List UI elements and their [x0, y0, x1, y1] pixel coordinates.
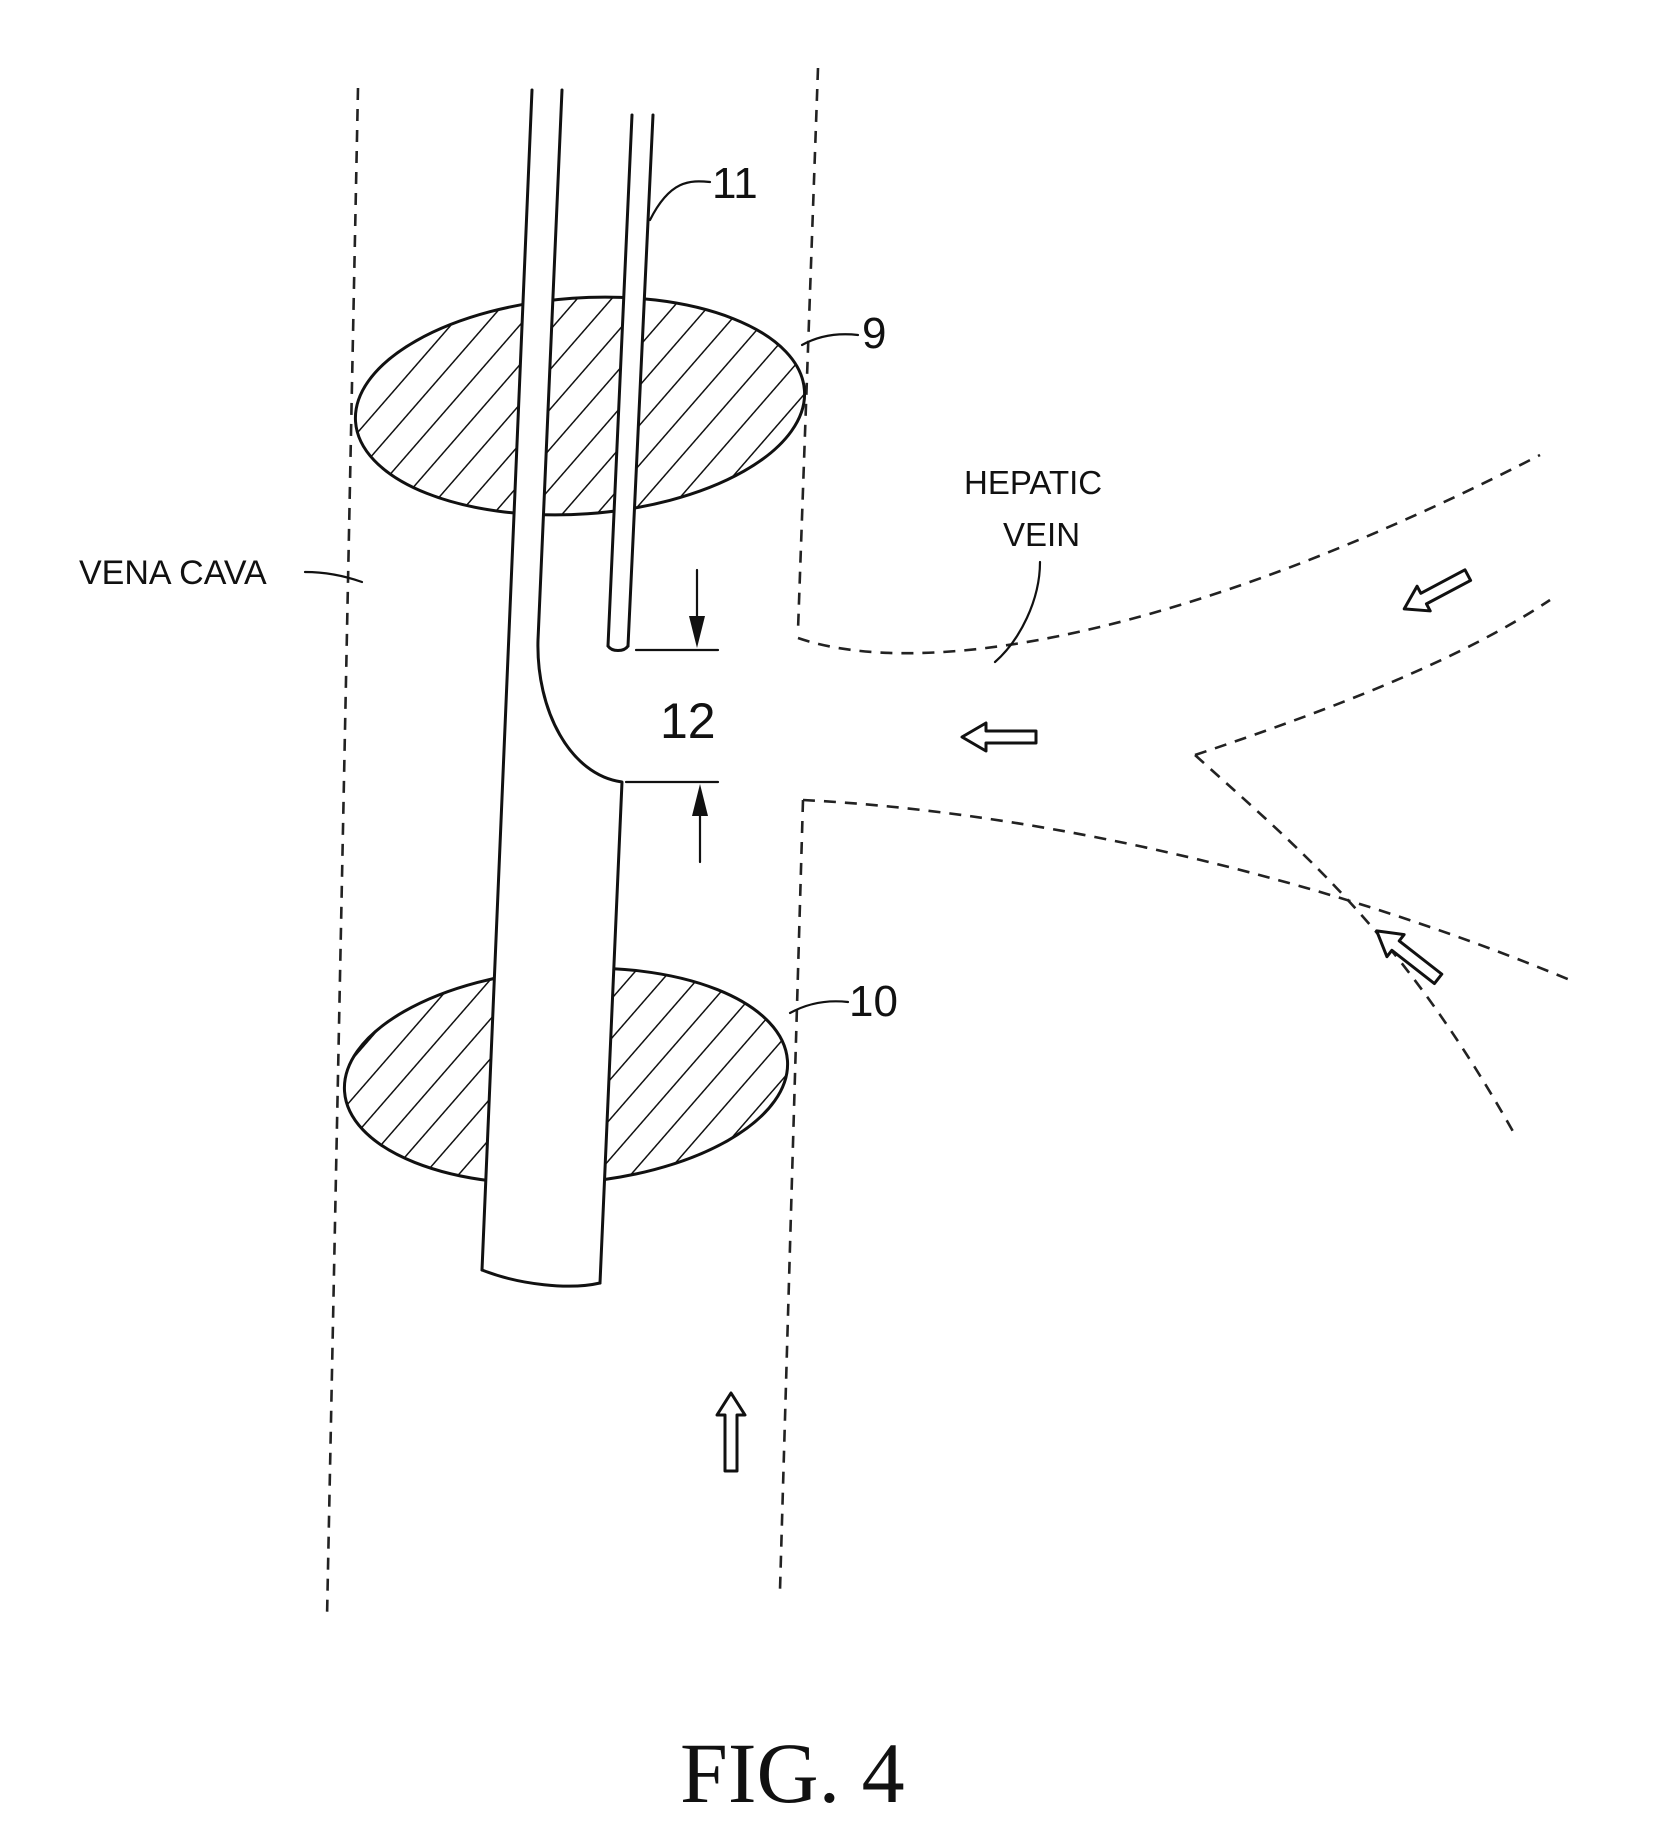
hepatic-vein-inner-lower-wall	[1195, 755, 1515, 1135]
dimension-arrowhead-down-icon	[689, 616, 705, 648]
label-hepatic-line1: HEPATIC	[964, 464, 1102, 501]
leader-9	[802, 334, 858, 345]
leader-hepatic-vein	[995, 562, 1040, 662]
label-vena-cava: VENA CAVA	[79, 554, 267, 592]
main-catheter	[482, 90, 620, 1286]
flow-arrow-vena-cava-icon	[717, 1393, 745, 1471]
leader-11	[650, 181, 710, 220]
label-hepatic-line2: VEIN	[1003, 516, 1080, 553]
ref-label-12: 12	[660, 693, 716, 749]
ref-label-11: 11	[712, 159, 758, 208]
hepatic-vein-lower-wall	[803, 800, 1570, 980]
vena-cava-right-wall-lower	[780, 800, 803, 1590]
leader-vena-cava	[305, 572, 362, 582]
ref-label-9: 9	[862, 309, 886, 358]
flow-arrow-hepatic-lower-icon	[1368, 920, 1447, 990]
flow-arrow-hepatic-center-icon	[962, 723, 1036, 751]
hepatic-vein-upper-wall	[798, 455, 1540, 653]
ref-label-10: 10	[849, 977, 898, 1026]
dimension-arrowhead-up-icon	[692, 784, 708, 816]
small-catheter-tip	[608, 646, 628, 651]
hepatic-vein-inner-upper-wall	[1195, 600, 1550, 755]
vena-cava-right-wall-upper	[798, 68, 818, 630]
flow-arrow-hepatic-upper-icon	[1398, 563, 1475, 622]
figure-caption: FIG. 4	[680, 1725, 905, 1821]
vena-cava-left-wall	[327, 88, 358, 1618]
upper-balloon	[348, 283, 812, 530]
leader-10	[790, 1001, 848, 1013]
